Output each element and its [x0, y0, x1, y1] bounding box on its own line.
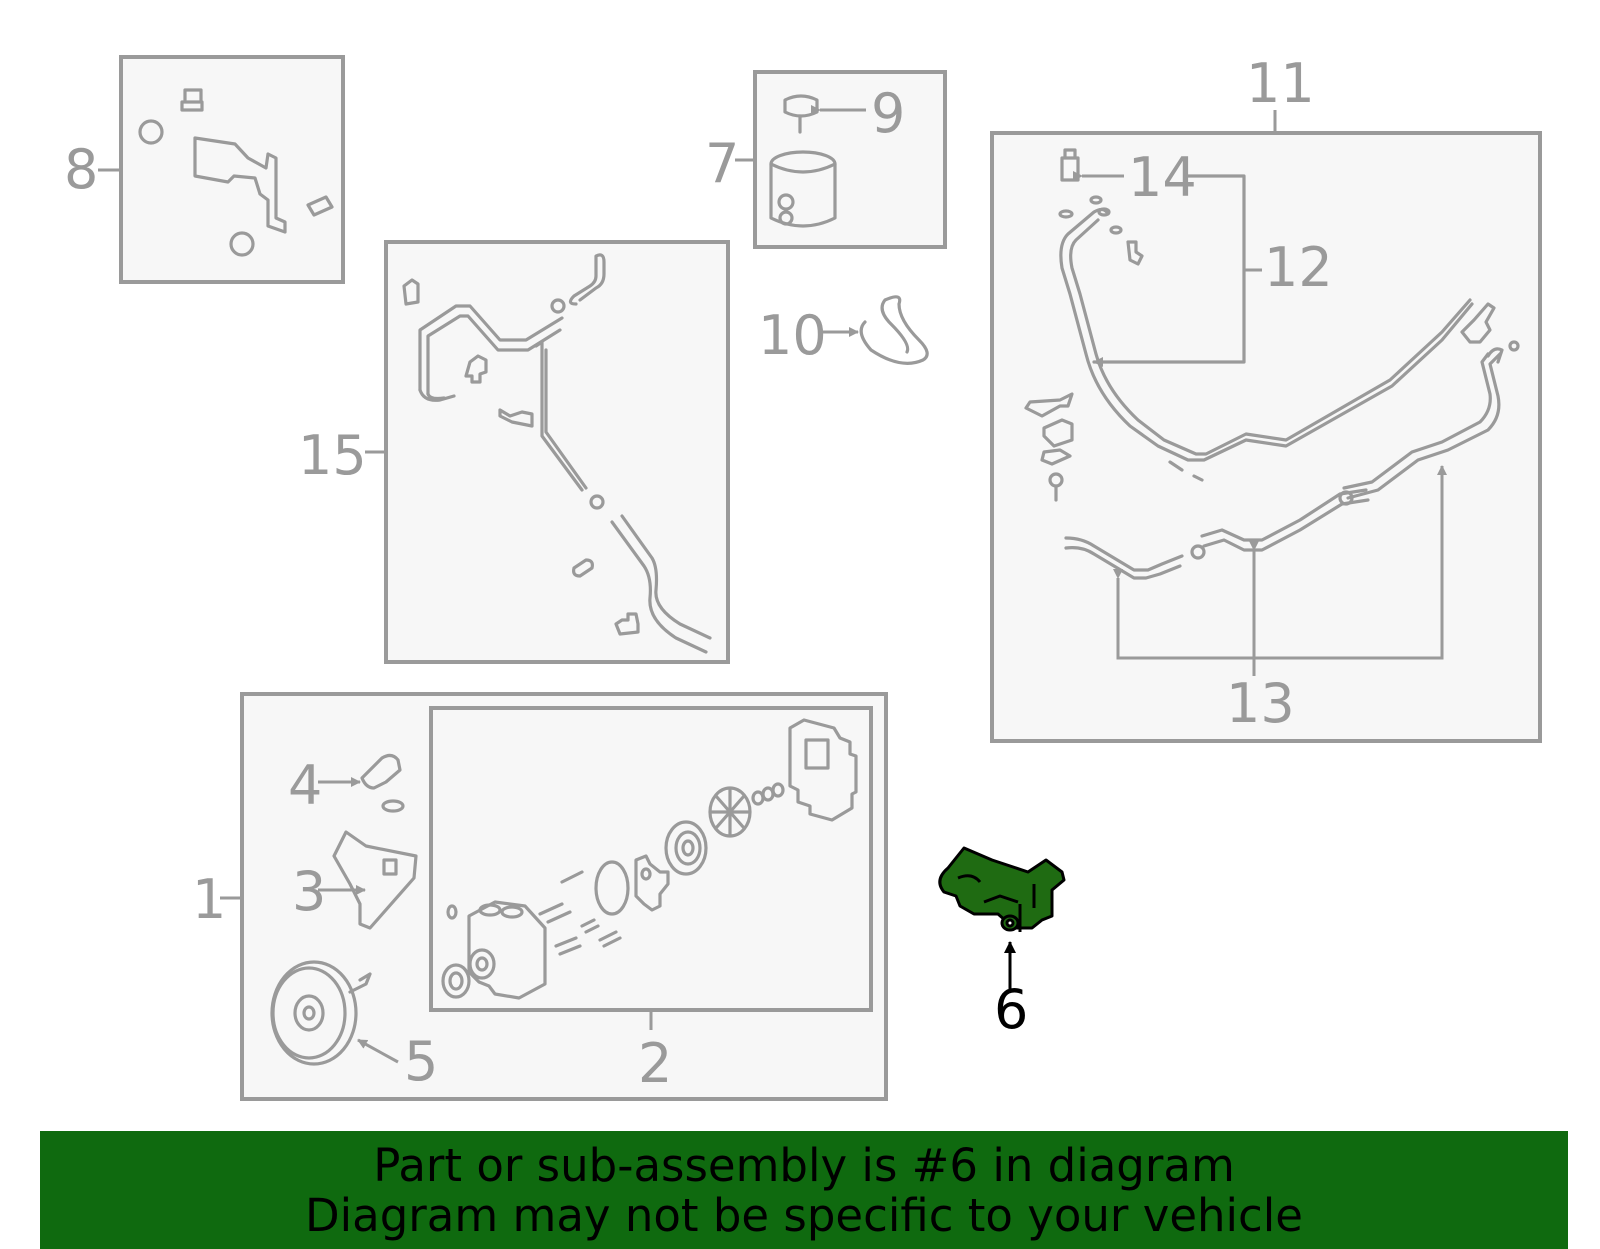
callout-13: 13: [1226, 672, 1295, 735]
box-8-bracket-kit: [98, 55, 345, 284]
banner-line-2: Diagram may not be specific to your vehi…: [305, 1189, 1303, 1242]
callout-10: 10: [758, 304, 827, 367]
callout-1: 1: [192, 868, 226, 931]
banner-line-1: Part or sub-assembly is #6 in diagram: [373, 1139, 1235, 1192]
callout-8: 8: [64, 138, 98, 201]
callout-5: 5: [404, 1030, 438, 1093]
callout-11: 11: [1246, 52, 1315, 115]
info-banner: Part or sub-assembly is #6 in diagram Di…: [40, 1131, 1568, 1249]
callout-6: 6: [994, 978, 1028, 1041]
box-15-pressure-lines: [365, 240, 730, 664]
part-10-hose: [820, 295, 929, 365]
box-7-reservoir: [735, 70, 947, 249]
box-11-hose-assembly: [990, 110, 1542, 743]
callout-15: 15: [298, 424, 367, 487]
callout-12: 12: [1264, 236, 1333, 299]
callout-7: 7: [705, 132, 739, 195]
callout-3: 3: [292, 860, 326, 923]
part-6-highlighted: [938, 846, 1066, 990]
callout-9: 9: [871, 82, 905, 145]
box-1-pump-assembly: [220, 692, 888, 1101]
callout-4: 4: [288, 754, 322, 817]
callout-2: 2: [638, 1032, 672, 1095]
callout-14: 14: [1128, 146, 1197, 209]
